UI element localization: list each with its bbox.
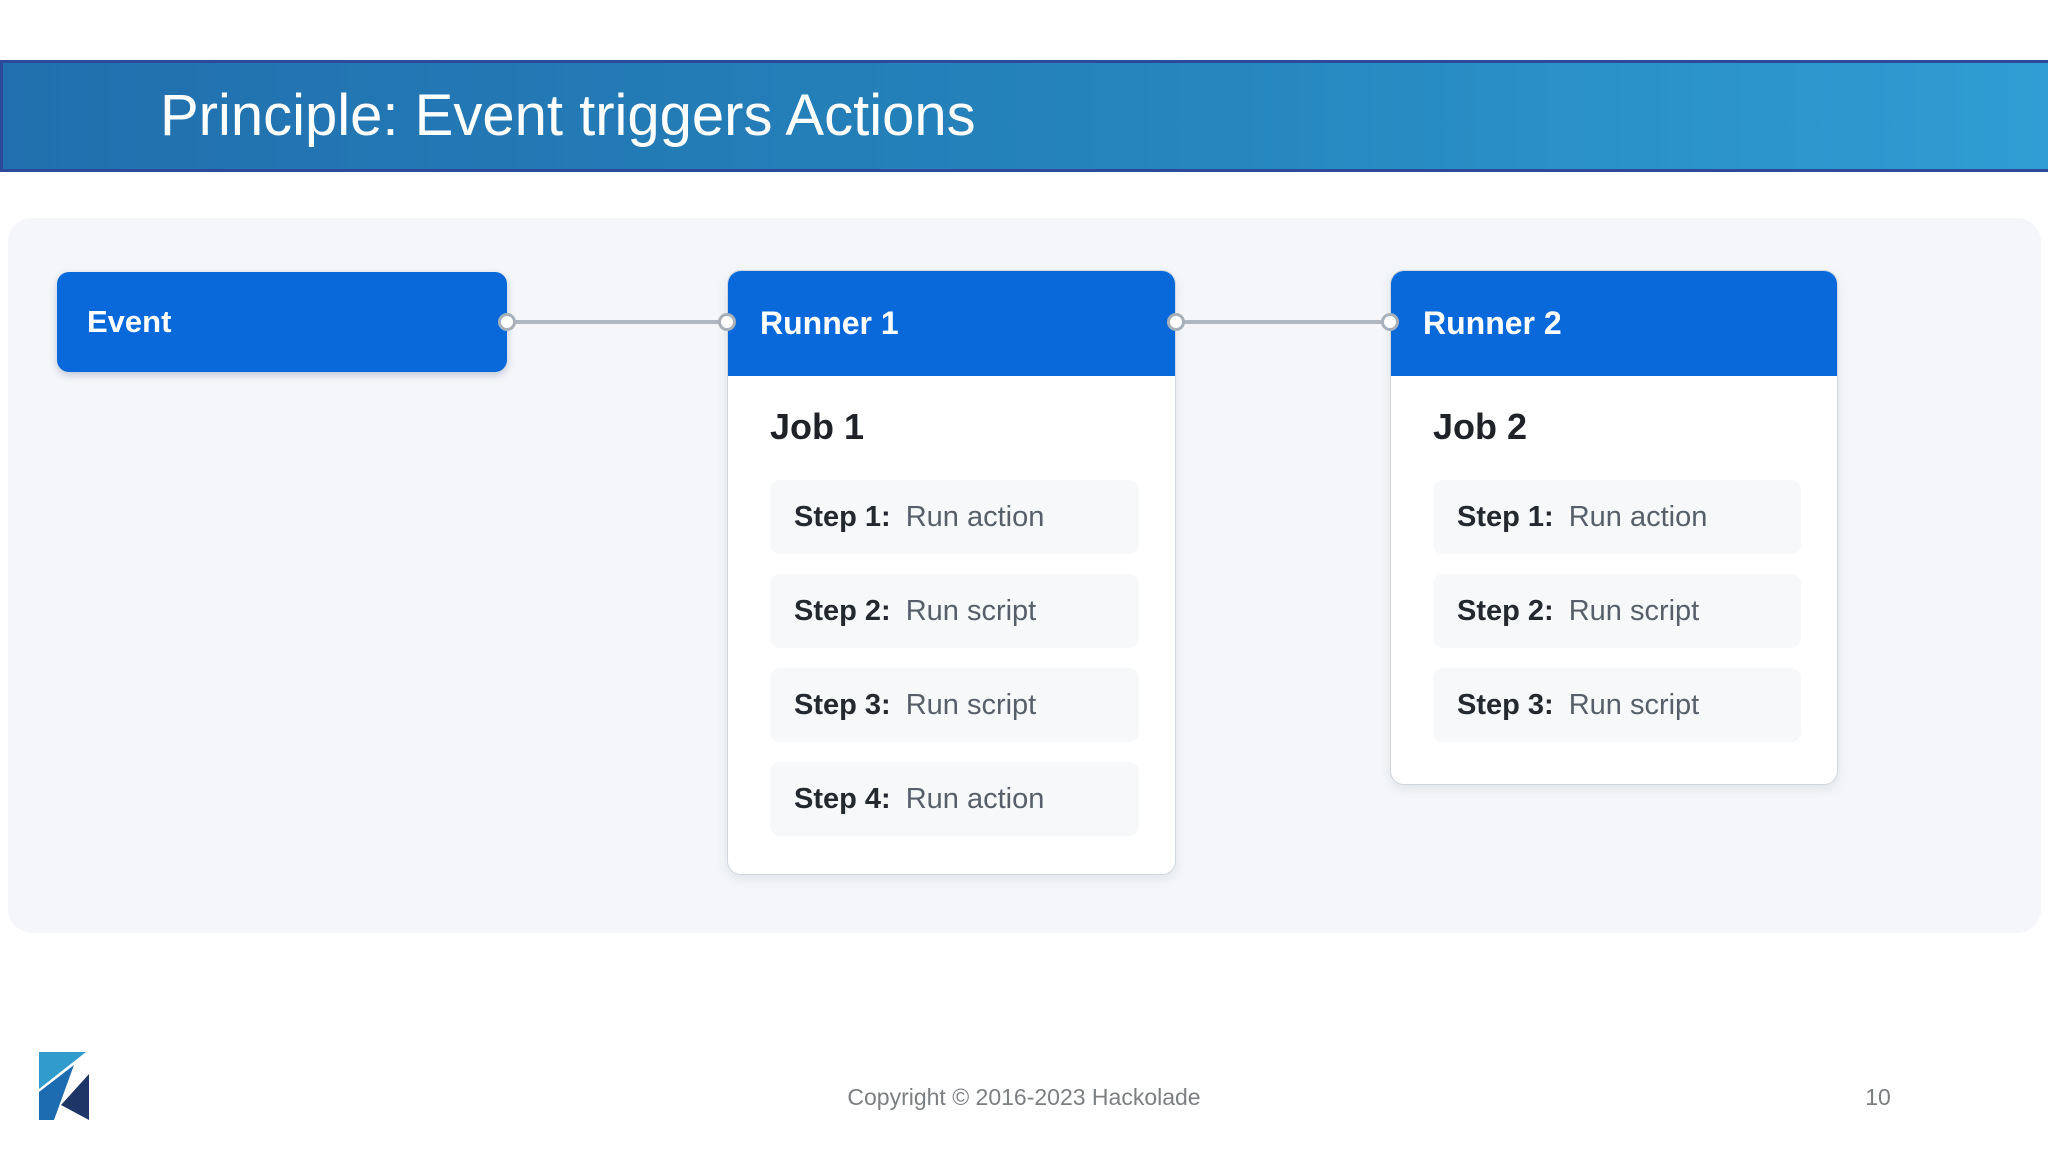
step-label: Step 2: <box>794 594 891 627</box>
job-2-title: Job 2 <box>1433 406 1528 447</box>
slide-title-banner: Principle: Event triggers Actions <box>0 60 2048 172</box>
connector-runner1-runner2 <box>1176 320 1390 324</box>
hackolade-logo-icon <box>39 1052 89 1120</box>
step-row: Step 2: Run script <box>770 574 1139 648</box>
runner-1-header: Runner 1 <box>728 271 1175 376</box>
copyright-text: Copyright © 2016-2023 Hackolade <box>847 1084 1201 1110</box>
step-value: Run script <box>1568 688 1700 721</box>
step-row: Step 2: Run script <box>1433 574 1801 648</box>
runner-1-label: Runner 1 <box>760 305 899 341</box>
step-row: Step 1: Run action <box>1433 480 1801 554</box>
step-value: Run script <box>905 594 1037 627</box>
step-value: Run script <box>1568 594 1700 627</box>
connector-dot <box>718 313 736 331</box>
step-value: Run action <box>1568 500 1708 533</box>
step-value: Run action <box>905 782 1045 815</box>
runner-2-label: Runner 2 <box>1423 305 1562 341</box>
runner-2-body: Job 2 Step 1: Run action Step 2: Run scr… <box>1391 406 1837 742</box>
step-label: Step 4: <box>794 782 891 815</box>
connector-event-runner1 <box>507 320 727 324</box>
runner-1-card: Runner 1 Job 1 Step 1: Run action Step 2… <box>727 270 1176 875</box>
page-number: 10 <box>1865 1084 1891 1110</box>
runner-2-card: Runner 2 Job 2 Step 1: Run action Step 2… <box>1390 270 1838 785</box>
step-row: Step 3: Run script <box>770 668 1139 742</box>
step-label: Step 1: <box>794 500 891 533</box>
runner-1-body: Job 1 Step 1: Run action Step 2: Run scr… <box>728 406 1175 836</box>
job-2-steps: Step 1: Run action Step 2: Run script St… <box>1433 480 1801 742</box>
runner-2-header: Runner 2 <box>1391 271 1837 376</box>
connector-dot <box>1381 313 1399 331</box>
step-value: Run action <box>905 500 1045 533</box>
connector-dot <box>498 313 516 331</box>
event-node-label: Event <box>87 304 172 339</box>
step-row: Step 4: Run action <box>770 762 1139 836</box>
job-1-steps: Step 1: Run action Step 2: Run script St… <box>770 480 1139 836</box>
step-label: Step 2: <box>1457 594 1554 627</box>
step-label: Step 3: <box>1457 688 1554 721</box>
connector-dot <box>1167 313 1185 331</box>
event-node: Event <box>57 272 507 372</box>
page-title: Principle: Event triggers Actions <box>160 83 976 148</box>
step-value: Run script <box>905 688 1037 721</box>
step-label: Step 1: <box>1457 500 1554 533</box>
step-row: Step 1: Run action <box>770 480 1139 554</box>
step-row: Step 3: Run script <box>1433 668 1801 742</box>
step-label: Step 3: <box>794 688 891 721</box>
job-1-title: Job 1 <box>770 406 865 447</box>
